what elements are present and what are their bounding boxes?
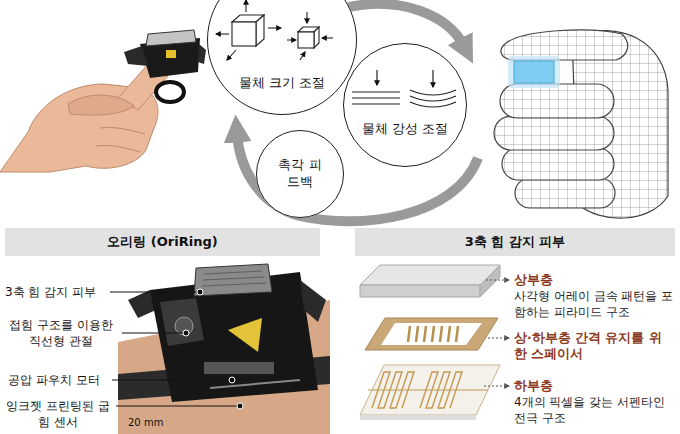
spacer-layer [365,318,498,350]
thumb [501,30,628,60]
bottom-layer-edge [360,415,476,420]
shrink-arrow [287,39,296,40]
bending-sensor [210,380,300,388]
soft-layers [410,90,456,107]
circle-ground [207,0,357,115]
cube-face [314,27,319,48]
leader-line [116,406,240,407]
expand-arrow [227,50,236,60]
cube-face [256,15,264,46]
stiff-layers [352,92,400,104]
thumb [68,95,134,115]
cube-face [298,32,314,48]
folding-joint [160,298,204,346]
sensing-skin [194,264,272,296]
band-title: 오리링 (OriRing) [107,234,217,251]
layer-leader [488,337,509,338]
shrink-arrow [322,37,333,38]
hand-photo [0,30,206,172]
device-wing [300,280,326,322]
leader-line [122,333,186,334]
circle-ground [256,130,344,218]
oriring-photo [118,264,330,434]
circle-label: 물체 강성 조절 [362,121,448,138]
part-label: 접힘 구조를 이용한 직선형 관절 [5,317,117,349]
dimension-label: 20 mm [128,415,188,431]
expand-arrow [245,0,246,12]
cube-face [232,22,256,46]
finger [502,148,614,180]
size-icon [216,0,333,60]
expand-arrow [216,33,229,34]
layer-leader [486,279,509,280]
top-layer-edge [360,285,480,297]
comb-electrode [408,326,458,342]
ring-skin-pad [146,30,196,46]
header-band: 오리링 (OriRing) [5,228,320,256]
circle-label: 물체 크기 조절 [239,75,325,92]
leader-dot [237,403,243,409]
layer-title: 상·하부층 간격 유지를 위한 스페이서 [514,330,674,362]
finger [494,116,614,150]
part-label: 공압 파우치 모터 [8,372,108,388]
part-label: 3축 힘 감지 피부 [5,284,107,300]
layer-description: 4개의 픽셀을 갖는 서펜타인 전극 구조 [514,394,674,426]
leader-dot [183,330,189,336]
leader-dot [197,289,203,295]
object-glow [508,56,560,88]
ring-sensor [166,50,176,58]
layer-title: 하부층 [514,378,674,394]
shrink-arrow [306,12,307,23]
band-title: 3축 힘 감지 피부 [465,234,566,251]
leader-line [110,292,200,293]
top-layer [360,265,500,285]
layer-title: 상부층 [514,272,674,288]
layer-leader [484,385,509,386]
leader-dots [183,289,243,409]
part-label: 잉크젯 프린팅된 굽힘 센서 [5,398,111,430]
finger-crease [96,127,145,152]
circle-node: 물체 크기 조절 [207,0,357,115]
joint-hole [175,317,193,335]
circle-ground [343,43,467,167]
leader-line [112,380,232,381]
ring-wing [124,46,148,66]
press-arrow [376,70,377,85]
layer-description: 사각형 어레이 금속 패턴을 포함하는 피라미드 구조 [514,288,674,320]
cycle-arrow [345,4,464,46]
ring-loop [156,82,184,102]
ring-wing [198,44,206,64]
shrink-arrow [300,52,305,60]
circle-node: 촉각 피드백 [256,130,344,218]
electrode-divider [368,390,488,391]
finger [500,84,614,118]
expand-arrow [268,27,281,28]
leader-lines [110,292,240,406]
spacer-opening [381,323,482,345]
wireframe-hand [494,30,668,218]
virtual-object [514,61,554,83]
layer-leaders [484,280,509,386]
pouch-motor [228,318,262,352]
press-arrow [432,70,433,87]
finger [515,178,615,208]
circle-node: 물체 강성 조절 [343,43,467,167]
skin-pattern [202,271,266,286]
header-band: 3축 힘 감지 피부 [355,228,675,256]
stiffness-icon [352,70,456,107]
sensor-layers [360,265,500,420]
bottom-layer [360,365,500,415]
circle-label: 촉각 피드백 [277,157,323,191]
motor-plate [204,362,274,374]
top-layer-side [480,265,500,297]
leader-dot [229,377,235,383]
